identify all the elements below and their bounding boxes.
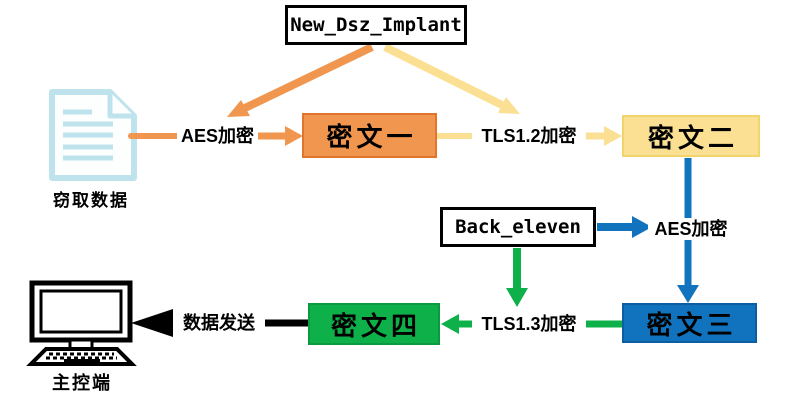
arrow-backeleven-to-aes2 bbox=[597, 216, 652, 238]
caption-master-end: 主控端 bbox=[52, 373, 112, 393]
node-back-eleven: Back_eleven bbox=[440, 207, 596, 247]
caption-stolen-data: 窃取数据 bbox=[53, 191, 129, 210]
arrow-aes1-to-cipher1 bbox=[258, 126, 303, 146]
arrow-implant-to-aes1 bbox=[227, 43, 374, 117]
node-cipher-two: 密文二 bbox=[622, 115, 760, 157]
node-cipher-four: 密文四 bbox=[308, 303, 440, 345]
edge-label-aes-encrypt-2: AES加密 bbox=[648, 218, 734, 240]
arrow-tls13-to-cipher4 bbox=[441, 314, 472, 334]
edge-label-tls12-encrypt: TLS1.2加密 bbox=[472, 125, 586, 147]
edge-label-tls13-encrypt: TLS1.3加密 bbox=[472, 313, 586, 335]
arrow-send-to-master bbox=[131, 309, 173, 337]
edge-label-aes-encrypt-1: AES加密 bbox=[177, 125, 258, 147]
arrow-tls12-to-cipher2 bbox=[586, 126, 622, 146]
node-cipher-three: 密文三 bbox=[622, 303, 757, 343]
computer-icon bbox=[26, 280, 137, 366]
edge-label-data-send: 数据发送 bbox=[173, 312, 265, 334]
document-icon bbox=[49, 89, 137, 181]
node-new-dsz-implant: New_Dsz_Implant bbox=[285, 5, 467, 45]
arrow-implant-to-tls12 bbox=[383, 43, 520, 114]
arrow-backeleven-to-tls13 bbox=[506, 248, 528, 307]
node-cipher-one: 密文一 bbox=[302, 113, 437, 158]
